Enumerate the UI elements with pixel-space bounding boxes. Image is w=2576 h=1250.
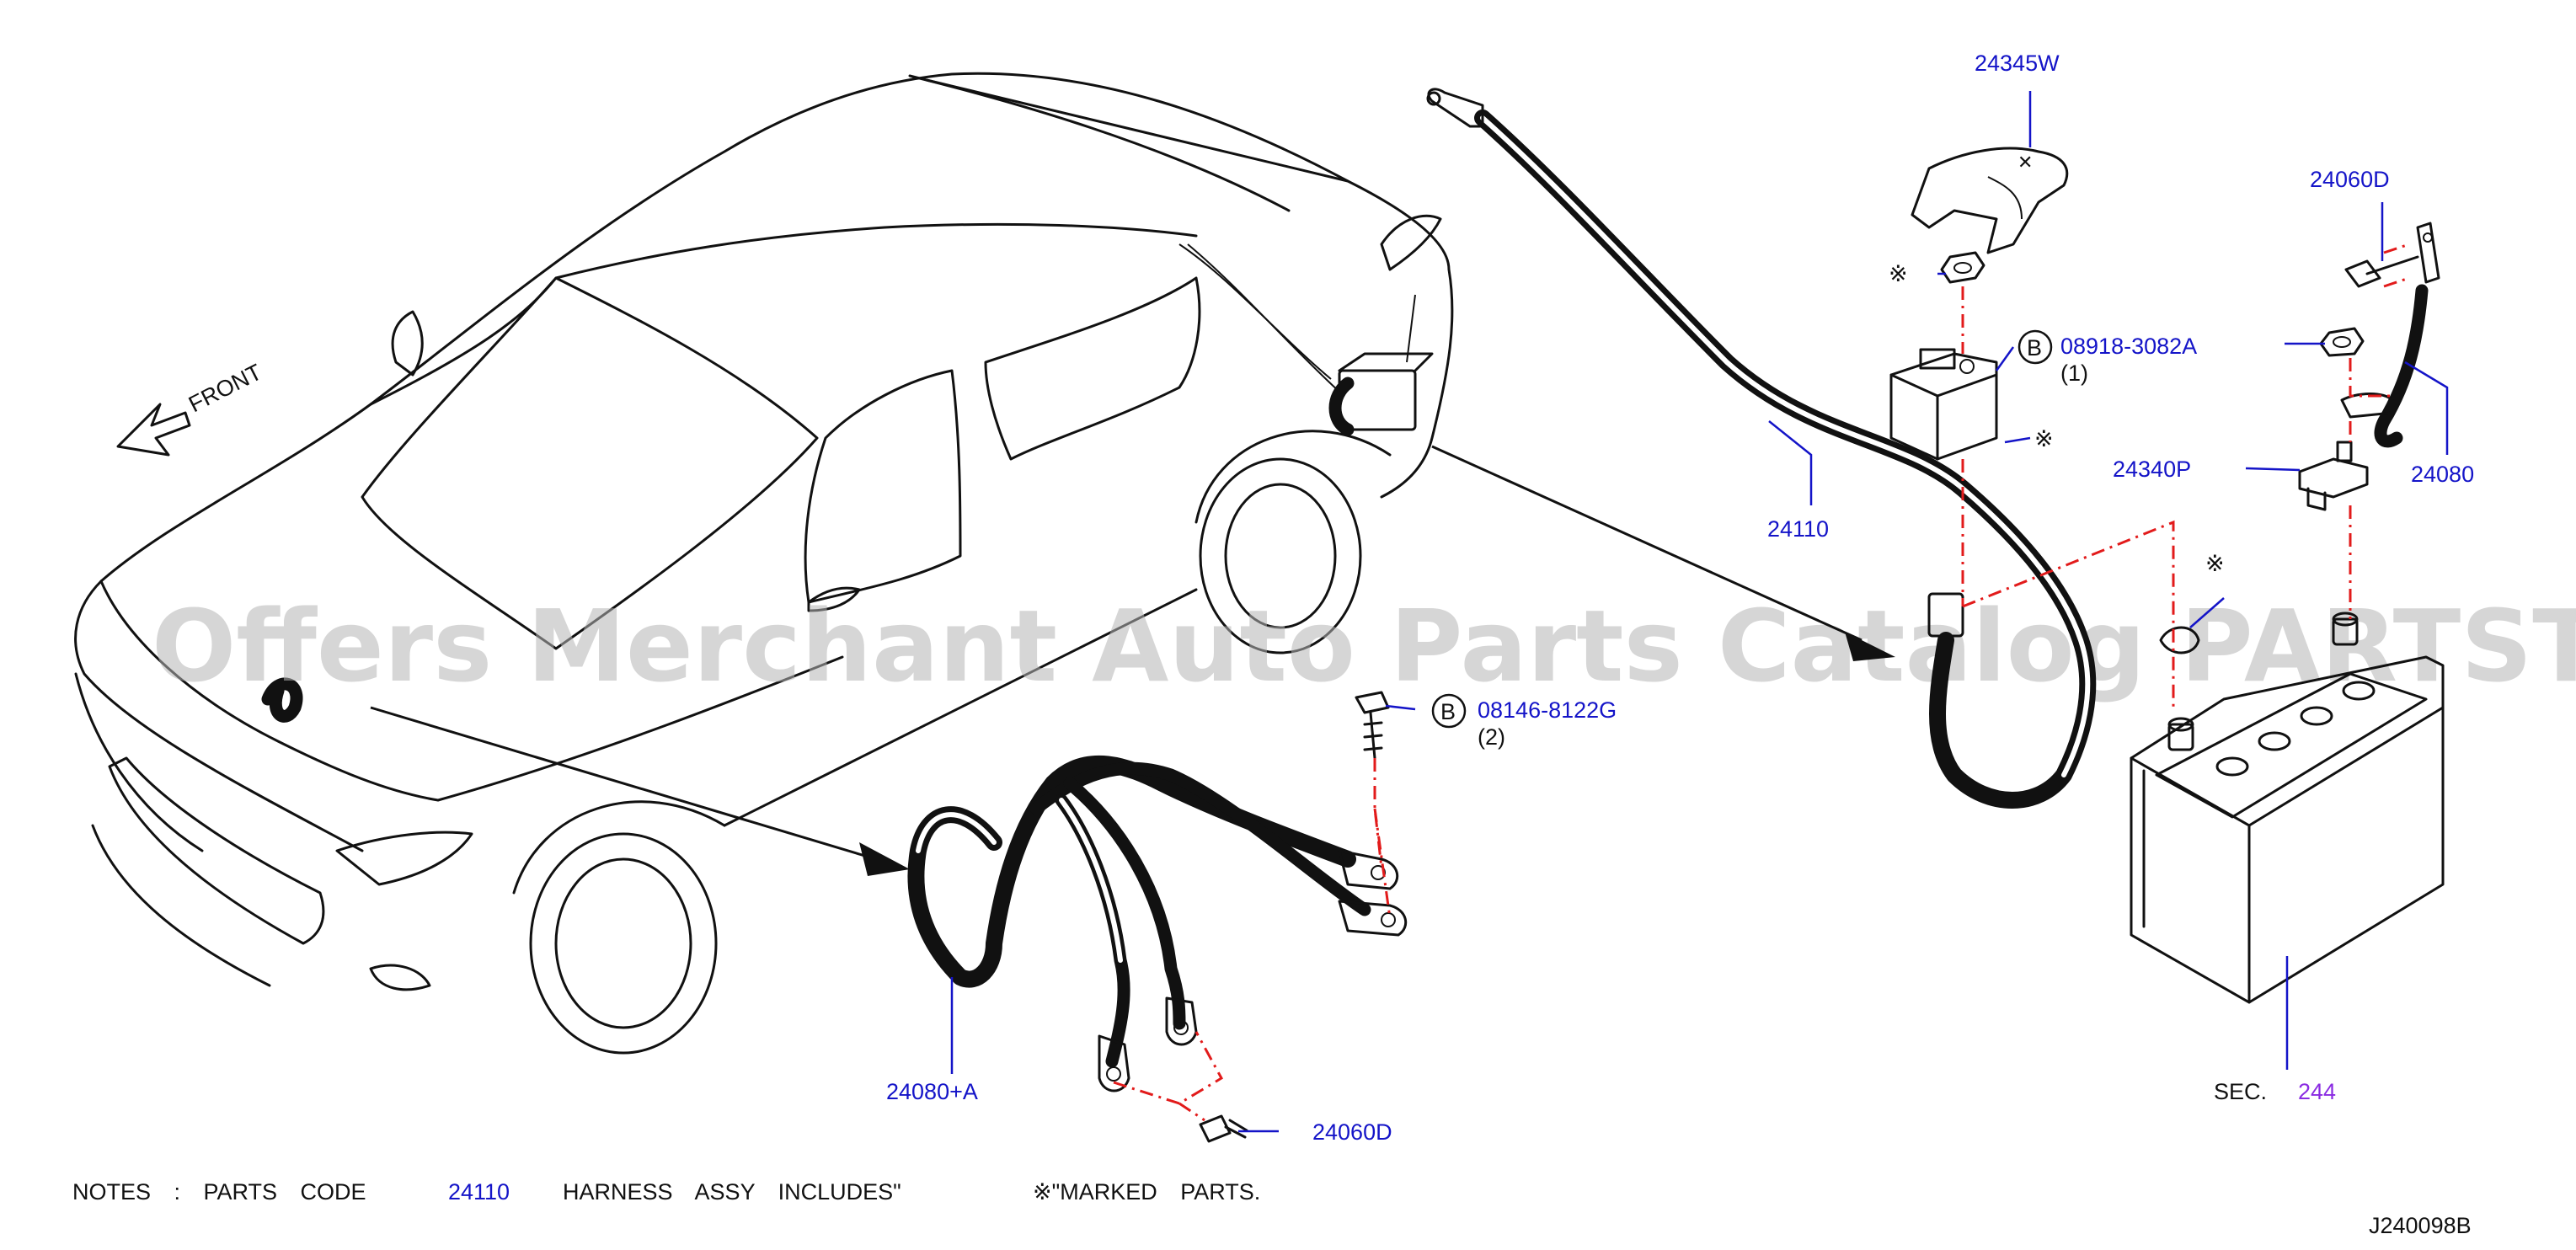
figure-id: J240098B <box>2369 1213 2472 1238</box>
qty-08146: (2) <box>1478 724 1505 750</box>
label-08918-3082A: 08918-3082A <box>2060 334 2197 359</box>
label-24060D-top: 24060D <box>2310 167 2390 192</box>
cover-24345W: ✕ <box>1911 147 2069 254</box>
bolt-24060D-top <box>2344 255 2419 288</box>
front-label: FRONT <box>184 359 265 417</box>
notes-code: 24110 <box>448 1179 510 1205</box>
label-24345W: 24345W <box>1975 51 2060 76</box>
bolt-marker-08918: B <box>2027 335 2042 361</box>
bolt-marker-circle-08146 <box>1431 693 1467 729</box>
nut-right <box>2319 327 2365 357</box>
fuse-block <box>1889 348 1998 461</box>
label-08146-8122G: 08146-8122G <box>1478 697 1617 723</box>
ref-mark-battery: ※ <box>2205 551 2225 576</box>
front-arrow <box>116 403 191 457</box>
cable-24110 <box>1426 88 2097 809</box>
car-outline <box>74 72 1454 1055</box>
notes-prefix: NOTES : PARTS CODE <box>72 1179 366 1205</box>
label-24080: 24080 <box>2411 462 2474 487</box>
svg-text:✕: ✕ <box>2018 152 2033 173</box>
leader-lines <box>950 91 2449 1133</box>
label-sec-prefix: SEC. <box>2214 1079 2267 1104</box>
terminal-24340P <box>2298 441 2369 511</box>
ref-mark-fuse: ※ <box>2034 426 2054 451</box>
battery <box>2130 612 2445 1004</box>
qty-08918: (1) <box>2060 361 2088 386</box>
bolt-24060D-bottom <box>1199 1114 1248 1143</box>
label-24110: 24110 <box>1767 516 1829 542</box>
label-24080A: 24080+A <box>886 1079 978 1104</box>
bolt-marker-08146: B <box>1440 699 1456 724</box>
label-24340P: 24340P <box>2113 457 2191 482</box>
pointer-arrows <box>370 445 1895 876</box>
bolt-marker-circle-08918 <box>2018 329 2053 365</box>
ref-mark-nut: ※ <box>1889 261 1908 286</box>
label-sec-244: 244 <box>2298 1079 2336 1104</box>
notes-suffix: ※"MARKED PARTS. <box>1033 1179 1260 1205</box>
watermark: Offers Merchant Auto Parts Catalog PARTS… <box>152 588 2576 704</box>
notes-mid: HARNESS ASSY INCLUDES" <box>563 1179 901 1205</box>
label-24060D-bottom: 24060D <box>1312 1119 1392 1145</box>
front-harness-mark <box>261 677 303 723</box>
nut-top <box>1940 251 1985 284</box>
harness-24080A <box>907 756 1408 1092</box>
bolt-08146 <box>1355 691 1390 760</box>
alignment-lines <box>1113 243 2410 1122</box>
